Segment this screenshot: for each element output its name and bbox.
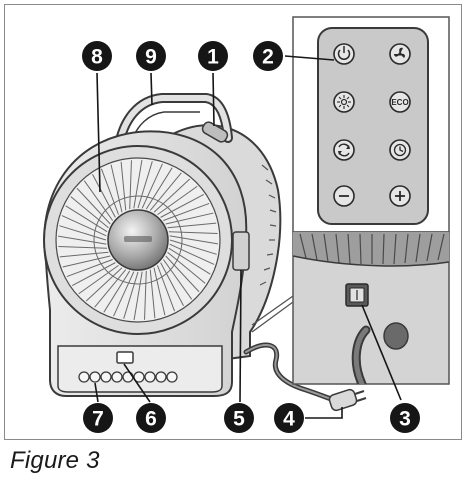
- power-switch: [345, 283, 369, 307]
- timer-icon: [389, 139, 411, 161]
- callout-5: 5: [224, 403, 254, 433]
- control-panel-area: [57, 345, 223, 393]
- eco-label: ECO: [391, 98, 408, 107]
- eco-icon: ECO: [389, 91, 411, 113]
- callout-number-2: 2: [262, 46, 274, 69]
- figure-caption: Figure 3: [10, 447, 100, 474]
- sun-icon: [333, 91, 355, 113]
- callout-number-5: 5: [233, 408, 245, 431]
- product-diagram: ECO: [43, 16, 450, 433]
- top-control-button: [201, 121, 229, 143]
- power-icon: [333, 43, 355, 65]
- brand-logo: [124, 236, 152, 242]
- switch-inset: [292, 231, 450, 385]
- side-panel: [232, 231, 250, 271]
- oscillate-icon: [333, 139, 355, 161]
- callout-number-6: 6: [145, 408, 157, 431]
- callout-number-7: 7: [92, 408, 104, 431]
- callout-number-1: 1: [207, 46, 219, 69]
- callout-6: 6: [136, 403, 166, 433]
- heater-illustration: [43, 93, 367, 412]
- minus-icon: [333, 185, 355, 207]
- callout-leader-lines: [94, 55, 402, 419]
- display: [116, 351, 134, 364]
- fan-icon: [389, 43, 411, 65]
- remote-control: [317, 27, 429, 225]
- remote-inset: ECO: [292, 16, 450, 233]
- callout-3: 3: [390, 403, 420, 433]
- callout-number-4: 4: [283, 408, 295, 431]
- power-plug: [328, 388, 367, 412]
- callout-1: 1: [198, 41, 228, 71]
- callout-7: 7: [83, 403, 113, 433]
- callout-9: 9: [136, 41, 166, 71]
- callout-number-8: 8: [91, 46, 103, 69]
- callout-4: 4: [274, 403, 304, 433]
- callout-2: 2: [253, 41, 283, 71]
- inset-connector-lines: [251, 295, 294, 333]
- callout-8: 8: [82, 41, 112, 71]
- callout-number-3: 3: [399, 408, 411, 431]
- plus-icon: [389, 185, 411, 207]
- control-panel: [78, 371, 178, 383]
- callout-number-9: 9: [145, 46, 157, 69]
